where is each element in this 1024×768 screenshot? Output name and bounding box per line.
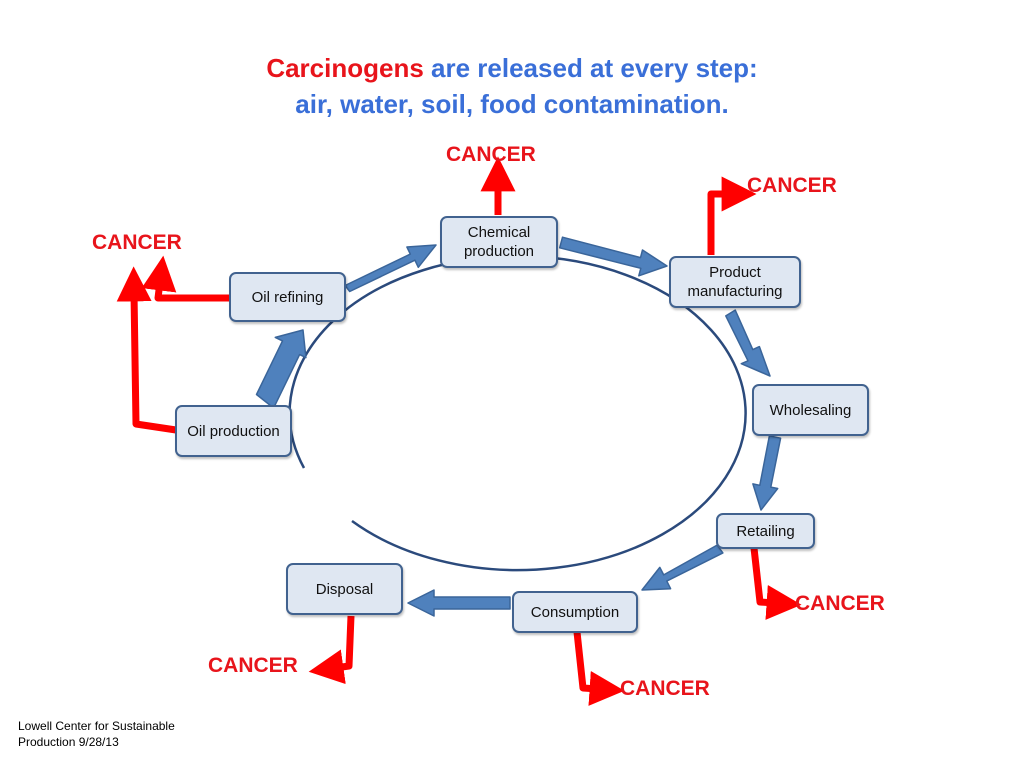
cancer-arrow-consumption (573, 631, 625, 706)
cancer-label-consumption: CANCER (620, 677, 710, 700)
title-line-2: air, water, soil, food contamination. (295, 89, 729, 119)
cancer-label-product-manufacturing: CANCER (747, 174, 837, 197)
cancer-arrow-disposal (308, 615, 355, 685)
cancer-arrows (116, 156, 802, 706)
slide-title: Carcinogens are released at every step: … (0, 50, 1024, 122)
cancer-label-retailing: CANCER (795, 592, 885, 615)
cancer-label-disposal: CANCER (208, 654, 298, 677)
step-consumption: Consumption (512, 591, 638, 633)
cancer-label-chemical-production: CANCER (446, 143, 536, 166)
step-oil-production: Oil production (175, 405, 292, 457)
cancer-arrow-retailing (750, 547, 802, 620)
cancer-arrow-oil-production (116, 266, 177, 434)
flow-arrow-retailing-to-consumption (641, 544, 724, 591)
flow-arrow-manufacturing-to-wholesaling (725, 309, 771, 377)
flow-arrow-consumption-to-disposal (407, 589, 511, 617)
step-chemical-production: Chemical production (440, 216, 558, 268)
title-carcinogens: Carcinogens (266, 53, 424, 83)
cancer-label-oil-production: CANCER (92, 231, 182, 254)
title-line-1: Carcinogens are released at every step: (0, 50, 1024, 86)
cycle-ellipse (288, 254, 747, 572)
step-product-manufacturing: Product manufacturing (669, 256, 801, 308)
flow-arrow-oil-production-to-refining (255, 329, 307, 409)
cancer-arrow-product-manufacturing (707, 176, 757, 255)
step-wholesaling: Wholesaling (752, 384, 869, 436)
flow-arrows (255, 236, 782, 617)
step-oil-refining: Oil refining (229, 272, 346, 322)
title-line-1-rest: are released at every step: (423, 53, 758, 83)
cancer-arrow-oil-refining (141, 255, 230, 302)
flow-arrow-chemical-to-manufacturing (558, 236, 668, 277)
footer-credit: Lowell Center for Sustainable Production… (18, 719, 175, 749)
flow-arrow-refining-to-chemical (344, 244, 437, 293)
step-retailing: Retailing (716, 513, 815, 549)
step-disposal: Disposal (286, 563, 403, 615)
flow-arrow-wholesaling-to-retailing (752, 435, 782, 511)
